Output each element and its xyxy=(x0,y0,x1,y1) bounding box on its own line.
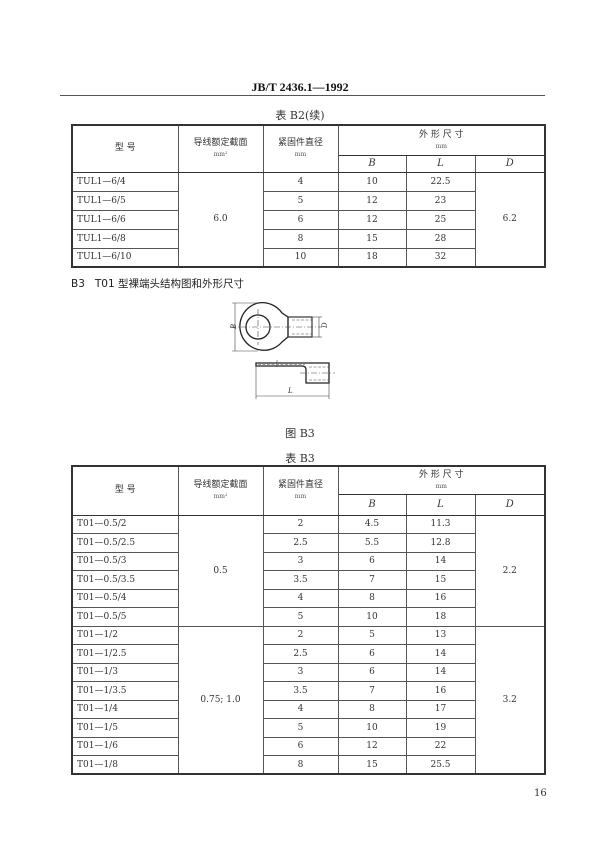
table-row: T01—1/2 0.75; 1.0 2 5 13 3.2 xyxy=(71,625,546,775)
table-row: T01—0.5/3 3 6 14 xyxy=(71,551,545,571)
table-row: T01—0.5/3.5 3.5 7 15 xyxy=(71,570,545,590)
table-b2-caption: 表 B2(续) xyxy=(275,109,325,122)
table-row: T01—0.5/2 0.5 2 4.5 11.3 2.2 xyxy=(71,514,546,627)
table-row: T01—1/6 6 12 22 xyxy=(71,736,545,756)
d-cell: 6.2 xyxy=(474,171,546,268)
table-row: T01—1/8 8 15 25.5 xyxy=(71,755,545,775)
table-b3: 型 号 导线额定截面 mm² 紧固件直径 mm 外 形 尺 寸 mm B L D… xyxy=(71,465,547,775)
header-model: 型 号 xyxy=(71,465,179,516)
table-b3-caption: 表 B3 xyxy=(285,452,315,465)
table-row: TUL1—6/10 10 18 32 xyxy=(71,247,545,268)
table-row: T01—1/2.5 2.5 6 14 xyxy=(71,644,545,664)
table-row: TUL1—6/4 6.0 4 10 22.5 6.2 xyxy=(71,171,546,268)
d-cell: 2.2 xyxy=(474,514,546,627)
table-row: T01—0.5/2.5 2.5 5.5 12.8 xyxy=(71,533,545,553)
page-number: 16 xyxy=(534,788,547,799)
standard-number-header: JB/T 2436.1—1992 xyxy=(251,80,349,94)
table-row: TUL1—6/5 5 12 23 xyxy=(71,190,545,211)
header-dimensions: 外 形 尺 寸 mm xyxy=(337,124,546,156)
header-l: L xyxy=(405,493,476,516)
table-row: T01—1/5 5 10 19 xyxy=(71,718,545,738)
cross-section-cell: 0.5 xyxy=(177,514,264,627)
ring-terminal-drawing: B D L xyxy=(230,301,335,399)
cross-section-cell: 6.0 xyxy=(177,171,264,268)
table-b2: 型 号 导线额定截面 mm² 紧固件直径 mm 外 形 尺 寸 mm B L D… xyxy=(71,124,547,268)
header-cross-section: 导线额定截面 mm² xyxy=(177,465,264,516)
label-b: B xyxy=(230,324,238,330)
header-cross-section: 导线额定截面 mm² xyxy=(177,124,264,173)
table-row: T01—1/4 4 8 17 xyxy=(71,699,545,719)
header-l: L xyxy=(405,154,476,173)
label-l: L xyxy=(287,387,293,395)
d-cell: 3.2 xyxy=(474,625,546,775)
header-d: D xyxy=(474,154,546,173)
header-fastener-diameter: 紧固件直径 mm xyxy=(262,465,339,516)
figure-b3-caption: 图 B3 xyxy=(285,427,315,440)
table-row: T01—0.5/5 5 10 18 xyxy=(71,607,545,627)
table-row: T01—0.5/4 4 8 16 xyxy=(71,588,545,608)
header-d: D xyxy=(474,493,546,516)
cross-section-cell: 0.75; 1.0 xyxy=(177,625,264,775)
label-d: D xyxy=(321,322,329,329)
header-rule xyxy=(60,95,545,96)
header-fastener-diameter: 紧固件直径 mm xyxy=(262,124,339,173)
header-b: B xyxy=(337,493,407,516)
table-row: T01—1/3 3 6 14 xyxy=(71,662,545,682)
header-dimensions: 外 形 尺 寸 mm xyxy=(337,465,546,495)
table-row: TUL1—6/6 6 12 25 xyxy=(71,209,545,230)
header-b: B xyxy=(337,154,407,173)
table-row: T01—1/3.5 3.5 7 16 xyxy=(71,681,545,701)
header-model: 型 号 xyxy=(71,124,179,173)
table-row: TUL1—6/8 8 15 28 xyxy=(71,228,545,249)
